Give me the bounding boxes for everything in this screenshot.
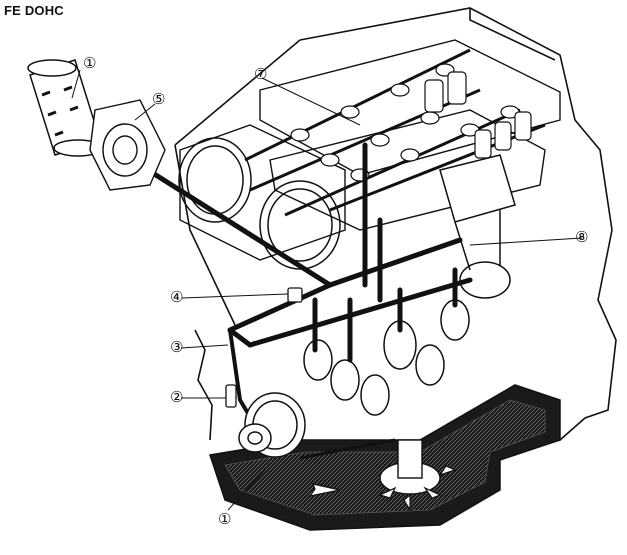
callout-2: ② bbox=[170, 388, 183, 406]
callout-7: ⑦ bbox=[254, 65, 267, 83]
callout-3: ③ bbox=[170, 338, 183, 356]
oil-passages bbox=[137, 142, 473, 363]
callout-1-bottom: ① bbox=[218, 510, 231, 528]
callout-8: ⑧ bbox=[575, 228, 588, 246]
callout-4: ④ bbox=[170, 288, 183, 306]
callouts bbox=[71, 69, 583, 511]
oil-flow-arrows bbox=[308, 465, 457, 513]
valve-springs bbox=[424, 71, 532, 159]
diagram-title: FE DOHC bbox=[4, 3, 64, 18]
oil-strainer bbox=[299, 438, 441, 495]
piston-assembly bbox=[439, 154, 516, 299]
oil-pump-pulley bbox=[238, 392, 306, 458]
pump-housing bbox=[89, 99, 166, 191]
crankshaft bbox=[303, 299, 470, 416]
callout-1-top: ① bbox=[83, 54, 96, 72]
oil-pressure-switch bbox=[225, 384, 237, 408]
callout-5: ⑤ bbox=[152, 90, 165, 108]
relief-valve bbox=[287, 287, 303, 303]
oil-filter bbox=[27, 59, 103, 157]
callout-labels: ① ⑤ ⑦ ⑧ ④ ③ ② ① bbox=[83, 54, 588, 528]
